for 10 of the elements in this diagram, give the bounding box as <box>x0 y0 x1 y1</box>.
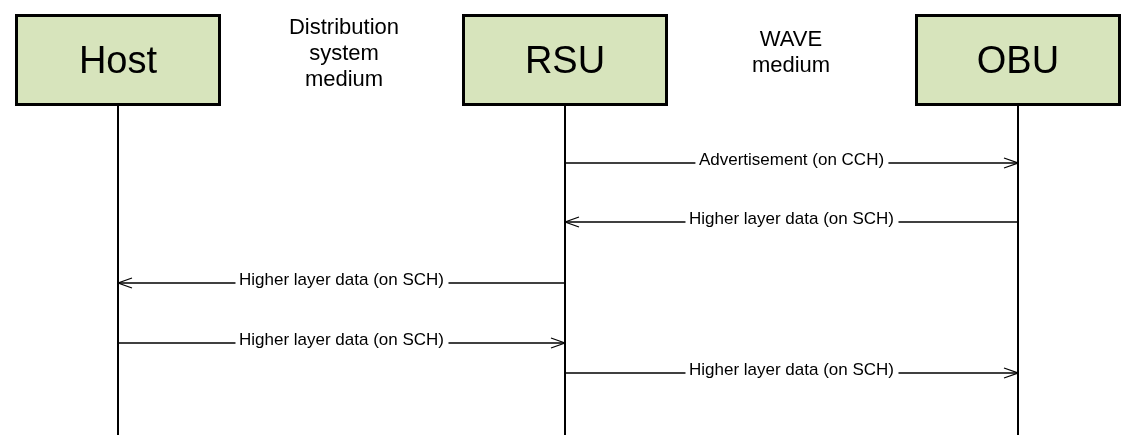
participant-name: OBU <box>976 38 1060 82</box>
edge-label: Advertisement (on CCH) <box>694 150 889 170</box>
edge-label: Higher layer data (on SCH) <box>685 360 898 380</box>
edge-label: Higher layer data (on SCH) <box>235 270 448 290</box>
participant-name: RSU <box>524 38 606 82</box>
medium-label: Distribution system medium <box>287 14 400 92</box>
edge-label: Higher layer data (on SCH) <box>235 330 448 350</box>
medium-label: WAVE medium <box>750 26 832 78</box>
edge-label: Higher layer data (on SCH) <box>685 209 898 229</box>
participant-name: Host <box>78 38 158 82</box>
